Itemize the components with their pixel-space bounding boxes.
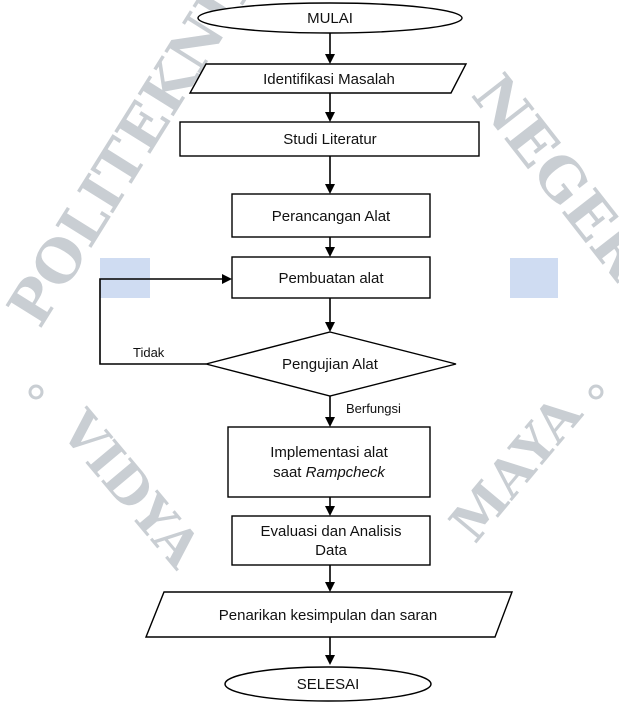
start-label: MULAI — [307, 10, 353, 27]
test-decision — [205, 331, 457, 397]
arrowhead — [325, 54, 335, 64]
end-label: SELESAI — [297, 676, 360, 693]
arrowhead — [325, 582, 335, 592]
edge-label-yes: Berfungsi — [346, 401, 401, 416]
edges — [99, 33, 335, 665]
node-build: Pembuatan alat — [231, 256, 431, 299]
literature-label: Studi Literatur — [283, 131, 376, 148]
node-identify: Identifikasi Masalah — [188, 63, 468, 94]
watermark-text-bottom-right: MAYA — [438, 384, 594, 554]
conclusion-label: Penarikan kesimpulan dan saran — [219, 607, 437, 624]
conclusion-parallelogram — [144, 591, 514, 638]
node-design: Perancangan Alat — [231, 193, 431, 238]
arrowhead — [325, 184, 335, 194]
implement-label-line1: Implementasi alat — [270, 444, 388, 461]
watermark-text-bottom-left: VIDYA — [47, 398, 213, 579]
watermark-dot-left — [28, 384, 44, 400]
node-literature: Studi Literatur — [179, 121, 480, 157]
arrowhead — [325, 112, 335, 122]
node-start: MULAI — [197, 2, 463, 34]
arrowhead — [325, 506, 335, 516]
build-label: Pembuatan alat — [278, 270, 384, 287]
implement-process — [227, 426, 431, 498]
watermark-blue-block-right — [510, 258, 558, 298]
node-implement: Implementasi alat saat Rampcheck — [227, 426, 431, 498]
design-process — [231, 193, 431, 238]
arrowhead — [222, 274, 232, 284]
design-label: Perancangan Alat — [272, 208, 391, 225]
literature-process — [179, 121, 480, 157]
implement-label-line2-italic: Rampcheck — [306, 464, 387, 481]
implement-label-line2: saat Rampcheck — [273, 464, 386, 481]
build-process — [231, 256, 431, 299]
arrowhead — [325, 247, 335, 257]
edge-label-no: Tidak — [133, 345, 165, 360]
arrowhead — [325, 417, 335, 427]
evaluate-label-line2: Data — [315, 542, 347, 559]
watermark-blue-block-left — [100, 258, 150, 298]
test-label: Pengujian Alat — [282, 356, 379, 373]
identify-label: Identifikasi Masalah — [263, 71, 395, 88]
evaluate-label-line1: Evaluasi dan Analisis — [261, 523, 402, 540]
node-conclusion: Penarikan kesimpulan dan saran — [144, 591, 514, 638]
evaluate-process — [231, 515, 431, 566]
node-evaluate: Evaluasi dan Analisis Data — [231, 515, 431, 566]
edge-test-build-loop — [99, 278, 224, 365]
node-test: Pengujian Alat — [205, 331, 457, 397]
start-terminator — [197, 2, 463, 34]
arrowhead — [325, 322, 335, 332]
identify-parallelogram — [188, 63, 468, 94]
watermark-dot-right — [588, 384, 604, 400]
arrowhead — [325, 655, 335, 665]
node-end: SELESAI — [224, 666, 432, 702]
implement-label-line2-prefix: saat — [273, 464, 306, 481]
end-terminator — [224, 666, 432, 702]
